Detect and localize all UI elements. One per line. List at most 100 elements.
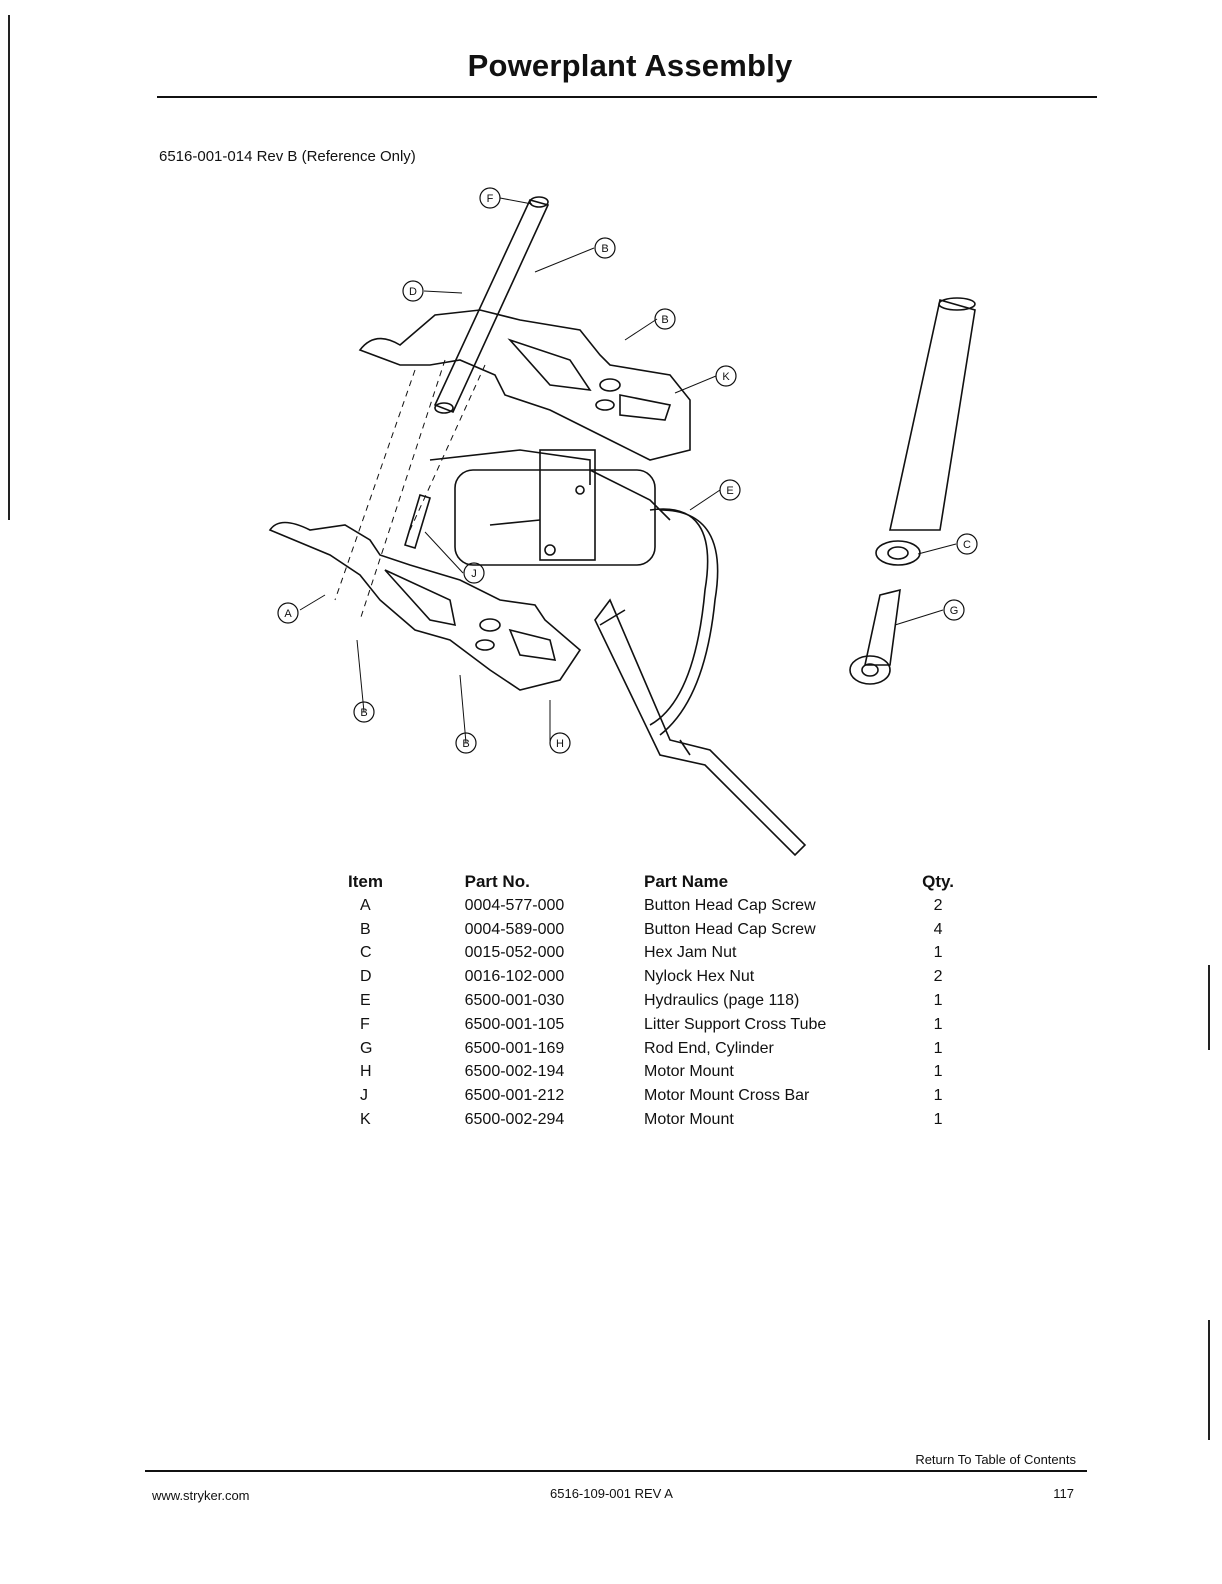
cell-item: G	[360, 1039, 373, 1057]
cross-bar-j	[404, 494, 431, 549]
cell-part-name: Hex Jam Nut	[643, 944, 737, 962]
cell-part-name: Button Head Cap Screw	[643, 920, 816, 938]
cell-part-name: Motor Mount Cross Bar	[643, 1087, 810, 1105]
callouts	[277, 187, 978, 754]
callout-letter: E	[726, 485, 733, 497]
callout-letter: B	[462, 738, 469, 750]
cell-part-name: Motor Mount	[643, 1063, 734, 1081]
callout-letter: A	[284, 608, 292, 620]
header-item: Item	[348, 872, 383, 891]
reference-note: 6516-001-014 Rev B (Reference Only)	[159, 148, 416, 165]
callout-letter: H	[556, 738, 564, 750]
cell-qty: 1	[933, 992, 943, 1010]
table-row: C 0015-052-000 Hex Jam Nut 1	[348, 942, 968, 966]
table-row: K 6500-002-294 Motor Mount 1	[348, 1108, 968, 1132]
cell-part-no: 6500-001-105	[464, 1015, 565, 1033]
cell-item: J	[360, 1087, 368, 1105]
cell-part-no: 6500-001-169	[464, 1039, 565, 1057]
callout-labels: F B D B K E C G J A B B H	[284, 193, 971, 750]
cell-part-no: 6500-001-030	[464, 992, 565, 1010]
callout-e	[719, 479, 741, 501]
table-row: G 6500-001-169 Rod End, Cylinder 1	[348, 1037, 968, 1061]
cell-item: D	[360, 968, 372, 986]
cell-part-no: 6500-002-194	[464, 1063, 565, 1081]
cell-qty: 1	[933, 1039, 943, 1057]
cell-part-name: Rod End, Cylinder	[643, 1039, 774, 1057]
cell-part-name: Nylock Hex Nut	[643, 968, 755, 986]
upper-motor-mount-k	[358, 309, 691, 461]
title-rule	[157, 96, 1097, 98]
callout-c	[956, 533, 978, 555]
callout-b-1	[594, 237, 616, 259]
scan-edge-right-1	[1208, 965, 1210, 1050]
cell-item: C	[360, 944, 372, 962]
table-row: J 6500-001-212 Motor Mount Cross Bar 1	[348, 1084, 968, 1108]
callout-letter: D	[409, 286, 417, 298]
cell-item: B	[360, 920, 371, 938]
cell-qty: 1	[933, 944, 943, 962]
page-title: Powerplant Assembly	[467, 48, 793, 83]
cell-qty: 4	[933, 920, 943, 938]
cell-qty: 2	[933, 896, 943, 914]
cell-part-no: 0015-052-000	[464, 944, 565, 962]
cell-part-no: 0004-589-000	[464, 920, 565, 938]
callout-letter: K	[722, 371, 730, 383]
callout-j	[463, 562, 485, 584]
cell-part-name: Motor Mount	[643, 1111, 734, 1129]
callout-h	[549, 732, 571, 754]
cell-qty: 1	[933, 1111, 943, 1129]
cell-qty: 1	[933, 1087, 943, 1105]
cell-item: A	[360, 896, 371, 914]
cell-part-no: 0016-102-000	[464, 968, 565, 986]
callout-letter: J	[471, 568, 477, 580]
cell-item: K	[360, 1111, 371, 1129]
cell-qty: 2	[933, 968, 943, 986]
header-qty: Qty.	[922, 872, 954, 891]
table-row: H 6500-002-194 Motor Mount 1	[348, 1061, 968, 1085]
callout-letter: B	[360, 707, 367, 719]
callout-g	[943, 599, 965, 621]
return-to-toc-link[interactable]: Return To Table of Contents	[915, 1452, 1076, 1467]
cell-part-name: Litter Support Cross Tube	[643, 1015, 827, 1033]
cell-qty: 1	[933, 1015, 943, 1033]
cell-part-no: 6500-002-294	[464, 1111, 565, 1129]
footer-website: www.stryker.com	[152, 1488, 250, 1503]
cell-item: H	[360, 1063, 372, 1081]
cross-tube-f	[433, 196, 550, 414]
rod-end-assembly	[849, 297, 976, 685]
callout-letter: C	[963, 539, 971, 551]
callout-f	[479, 187, 501, 209]
header-part-name: Part Name	[643, 872, 729, 891]
callout-a	[277, 602, 299, 624]
hydraulic-motor-assembly	[429, 449, 719, 736]
cell-item: E	[360, 992, 371, 1010]
hydraulic-cylinder	[594, 598, 807, 857]
cell-part-no: 6500-001-212	[464, 1087, 565, 1105]
table-row: B 0004-589-000 Button Head Cap Screw 4	[348, 918, 968, 942]
parts-table-header: Item Part No. Part Name Qty.	[348, 872, 968, 894]
cell-part-name: Hydraulics (page 118)	[643, 992, 800, 1010]
callout-letter: B	[601, 243, 608, 255]
header-part-no: Part No.	[464, 872, 530, 891]
callout-b-3	[353, 701, 375, 723]
callout-letter: F	[487, 193, 494, 205]
table-row: F 6500-001-105 Litter Support Cross Tube 1	[348, 1013, 968, 1037]
alignment-lines	[334, 359, 486, 621]
powerplant-exploded-diagram: F B D B K E C G J A B B H	[268, 187, 978, 857]
scan-edge-right-2	[1208, 1320, 1210, 1440]
table-row: D 0016-102-000 Nylock Hex Nut 2	[348, 965, 968, 989]
callout-letter: G	[950, 605, 959, 617]
callout-b-4	[455, 732, 477, 754]
callout-b-2	[654, 308, 676, 330]
lower-motor-mount-h	[268, 521, 582, 691]
leader-lines	[299, 197, 957, 744]
table-row: E 6500-001-030 Hydraulics (page 118) 1	[348, 989, 968, 1013]
cell-part-name: Button Head Cap Screw	[643, 896, 816, 914]
cell-qty: 1	[933, 1063, 943, 1081]
callout-k	[715, 365, 737, 387]
cell-item: F	[360, 1015, 370, 1033]
scan-edge-left	[8, 15, 10, 520]
footer-page-number: 117	[1053, 1486, 1074, 1501]
